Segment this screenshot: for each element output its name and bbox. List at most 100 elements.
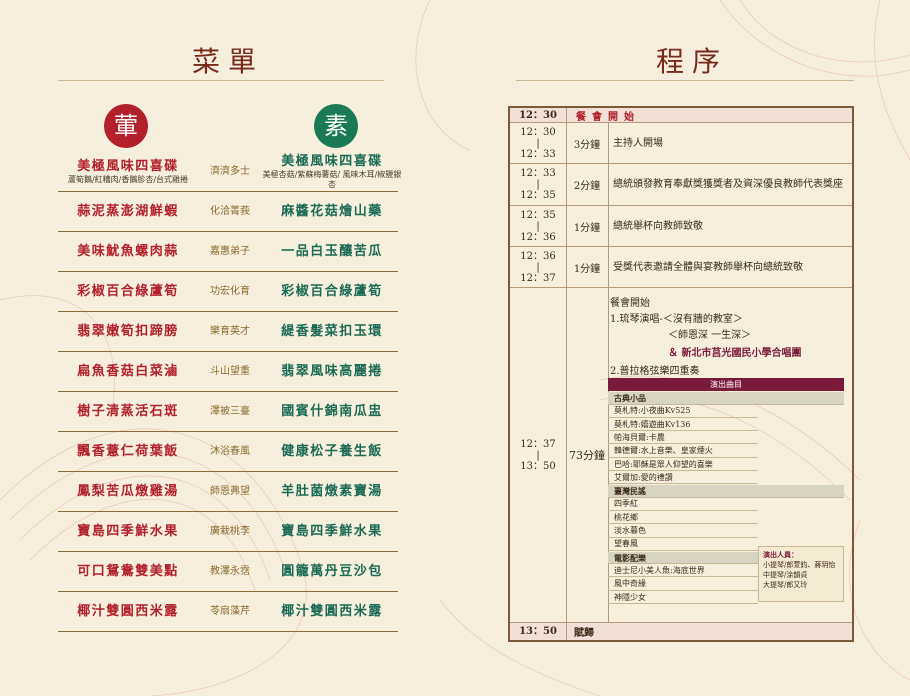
blessing-phrase: 功宏化育	[210, 286, 250, 297]
vegetarian-dish: 一品白玉釀苦瓜	[262, 233, 402, 271]
vegetarian-dish: 美極風味四喜碟美極杏菇/紫蘇梅薯菇/ 風味木耳/椒鹽銀杏	[262, 153, 402, 191]
time-range: 12：37|13：50	[510, 288, 567, 622]
menu-row: 扁魚香菇白菜滷斗山望重翡翠風味高麗捲	[58, 353, 398, 392]
menu-row: 樹子清蒸活石斑 澤被三臺 國賓什錦南瓜盅	[58, 393, 398, 432]
vegetarian-dish-name: 美極風味四喜碟	[281, 154, 383, 169]
start-label: 餐會開始	[576, 111, 640, 123]
program-start-row: 12：30 餐會開始	[510, 108, 852, 123]
blessing-phrase: 沐浴春風	[210, 446, 250, 457]
program-table: 12：30 餐會開始 12：30|12：33 3分鐘 主持人開場 12：33|1…	[508, 106, 854, 642]
vegetarian-dish-name: 圓籠萬丹豆沙包	[281, 564, 383, 579]
program-row: 12：30|12：33 3分鐘 主持人開場	[510, 123, 852, 164]
repertoire-item: 艾爾加:愛的禮讚	[608, 472, 758, 485]
meat-dish-name: 扁魚香菇白菜滷	[77, 364, 179, 379]
blessing-phrase: 化洽菁莪	[210, 206, 250, 217]
time-range: 12：33|12：35	[510, 164, 567, 205]
program-row: 12：35|12：36 1分鐘 總統舉杯向教師致敬	[510, 206, 852, 247]
vegetarian-dish-name: 羊肚菌燉素寶湯	[281, 484, 383, 499]
meat-dish: 飄香薏仁荷葉飯	[58, 433, 198, 471]
time-range: 12：36|12：37	[510, 247, 567, 287]
duration: 3分鐘	[566, 123, 609, 163]
vegetarian-badge: 素	[314, 104, 358, 148]
vegetarian-dish-name: 國賓什錦南瓜盅	[281, 404, 383, 419]
repertoire-category: 臺灣民謠	[608, 485, 844, 498]
meat-dish: 寶島四季鮮水果	[58, 513, 198, 551]
menu-row: 彩椒百合綠蘆筍 功宏化育 彩椒百合綠蘆筍	[58, 273, 398, 312]
menu-row: 美極風味四喜碟蘆筍鵝/紅糟肉/香鵝胗杏/台式雞捲濟濟多士美極風味四喜碟美極杏菇/…	[58, 153, 401, 192]
blessing-phrase: 苓扇藻芹	[210, 606, 250, 617]
meat-dish-name: 樹子清蒸活石斑	[77, 404, 179, 419]
meat-dish: 美味魷魚螺肉蒜	[58, 233, 198, 271]
banquet-row: 12：37|13：50 73分鐘	[510, 288, 852, 623]
repertoire-item: 四季紅	[608, 498, 758, 511]
performance-2-title: 2.普拉格弦樂四重奏	[610, 366, 700, 377]
meat-dish-name: 可口鴛鴦雙美點	[77, 564, 179, 579]
meat-dish-name: 寶島四季鮮水果	[77, 524, 179, 539]
vegetarian-dish: 緹香髮菜扣玉環	[262, 313, 402, 351]
performance-1-choir: ＆ 新北市莒光國民小學合唱團	[668, 348, 802, 359]
meat-dish: 可口鴛鴦雙美點	[58, 553, 198, 591]
repertoire-item: 桃花鄉	[608, 512, 758, 525]
meat-dish: 樹子清蒸活石斑	[58, 393, 198, 431]
duration: 2分鐘	[566, 164, 609, 205]
vegetarian-dish: 圓籠萬丹豆沙包	[262, 553, 402, 591]
end-label: 賦歸	[574, 628, 594, 639]
vegetarian-dish-name: 椰汁雙圓西米露	[281, 604, 383, 619]
menu-row: 翡翠嫩筍扣蹄膀樂育英才緹香髮菜扣玉環	[58, 313, 398, 352]
program-row: 12：36|12：37 1分鐘 受獎代表邀請全體與宴教師舉杯向總統致敬	[510, 247, 852, 288]
program-row: 12：33|12：35 2分鐘 總統頒發教育奉獻獎獲獎者及資深優良教師代表獎座	[510, 164, 852, 206]
meat-dish: 椰汁雙圓西米露	[58, 593, 198, 631]
meat-dish-name: 蒜泥蒸澎湖鮮蝦	[77, 204, 179, 219]
meat-dish-name: 椰汁雙圓西米露	[77, 604, 179, 619]
performers-title: 演出人員：	[763, 550, 798, 559]
blessing-phrase: 教澤永霑	[210, 566, 250, 577]
time-range: 12：35|12：36	[510, 206, 567, 246]
vegetarian-dish-name: 一品白玉釀苦瓜	[281, 244, 383, 259]
vegetarian-dish-name: 麻醬花菇燴山藥	[281, 204, 383, 219]
menu-row: 美味魷魚螺肉蒜嘉惠弟子一品白玉釀苦瓜	[58, 233, 398, 272]
meat-dish: 蒜泥蒸澎湖鮮蝦	[58, 193, 198, 231]
end-time: 13：50	[510, 623, 567, 640]
meat-dish: 翡翠嫩筍扣蹄膀	[58, 313, 198, 351]
program-title-divider	[516, 80, 854, 81]
repertoire-item: 莫札特:嬉遊曲Kv136	[608, 419, 758, 432]
blessing-phrase: 師恩弗望	[210, 486, 250, 497]
program-end-row: 13：50 賦歸	[510, 623, 852, 640]
banquet-open: 餐會開始	[610, 298, 650, 309]
menu-title: 菜單	[192, 45, 265, 78]
vegetarian-dish: 國賓什錦南瓜盅	[262, 393, 402, 431]
vegetarian-dish: 椰汁雙圓西米露	[262, 593, 402, 631]
vegetarian-dish-name: 寶島四季鮮水果	[281, 524, 383, 539]
performance-1-title: 1.琉琴演唱-＜沒有牆的教室＞	[610, 314, 743, 325]
repertoire-item: 韓德爾:水上音樂、皇家煙火	[608, 445, 758, 458]
repertoire-item: 帕海貝爾:卡農	[608, 432, 758, 445]
vegetarian-dish: 寶島四季鮮水果	[262, 513, 402, 551]
repertoire-item: 望春風	[608, 538, 758, 551]
meat-dish: 美極風味四喜碟蘆筍鵝/紅糟肉/香鵝胗杏/台式雞捲	[58, 153, 198, 191]
repertoire-item: 淡水暮色	[608, 525, 758, 538]
menu-row: 寶島四季鮮水果廣栽桃李寶島四季鮮水果	[58, 513, 398, 552]
repertoire-item: 神隱少女	[608, 592, 758, 604]
vegetarian-dish-name: 翡翠風味高麗捲	[281, 364, 383, 379]
vegetarian-dish-name: 緹香髮菜扣玉環	[281, 324, 383, 339]
menu-row: 蒜泥蒸澎湖鮮蝦 化洽菁莪 麻醬花菇燴山藥	[58, 193, 398, 232]
item-description: 總統舉杯向教師致敬	[613, 220, 703, 232]
meat-dish: 彩椒百合綠蘆筍	[58, 273, 198, 311]
meat-dish-detail: 蘆筍鵝/紅糟肉/香鵝胗杏/台式雞捲	[67, 175, 189, 184]
meat-dish-name: 飄香薏仁荷葉飯	[77, 444, 179, 459]
program-title: 程序	[656, 45, 729, 78]
duration: 73分鐘	[566, 288, 609, 622]
blessing-phrase: 澤被三臺	[210, 406, 250, 417]
duration: 1分鐘	[566, 247, 609, 287]
repertoire-item: 巴哈:耶穌是眾人仰望的喜樂	[608, 459, 758, 471]
vegetarian-dish-name: 彩椒百合綠蘆筍	[281, 284, 383, 299]
performance-1-song: ＜師恩深 一生深＞	[668, 330, 752, 341]
meat-badge: 葷	[104, 104, 148, 148]
menu-row: 鳳梨苦瓜燉雞湯師恩弗望羊肚菌燉素寶湯	[58, 473, 398, 512]
vegetarian-dish: 麻醬花菇燴山藥	[262, 193, 402, 231]
meat-dish-name: 美味魷魚螺肉蒜	[77, 244, 179, 259]
item-description: 受獎代表邀請全體與宴教師舉杯向總統致敬	[613, 261, 803, 273]
vegetarian-dish: 健康松子養生飯	[262, 433, 402, 471]
vegetarian-dish: 彩椒百合綠蘆筍	[262, 273, 402, 311]
meat-dish: 扁魚香菇白菜滷	[58, 353, 198, 391]
